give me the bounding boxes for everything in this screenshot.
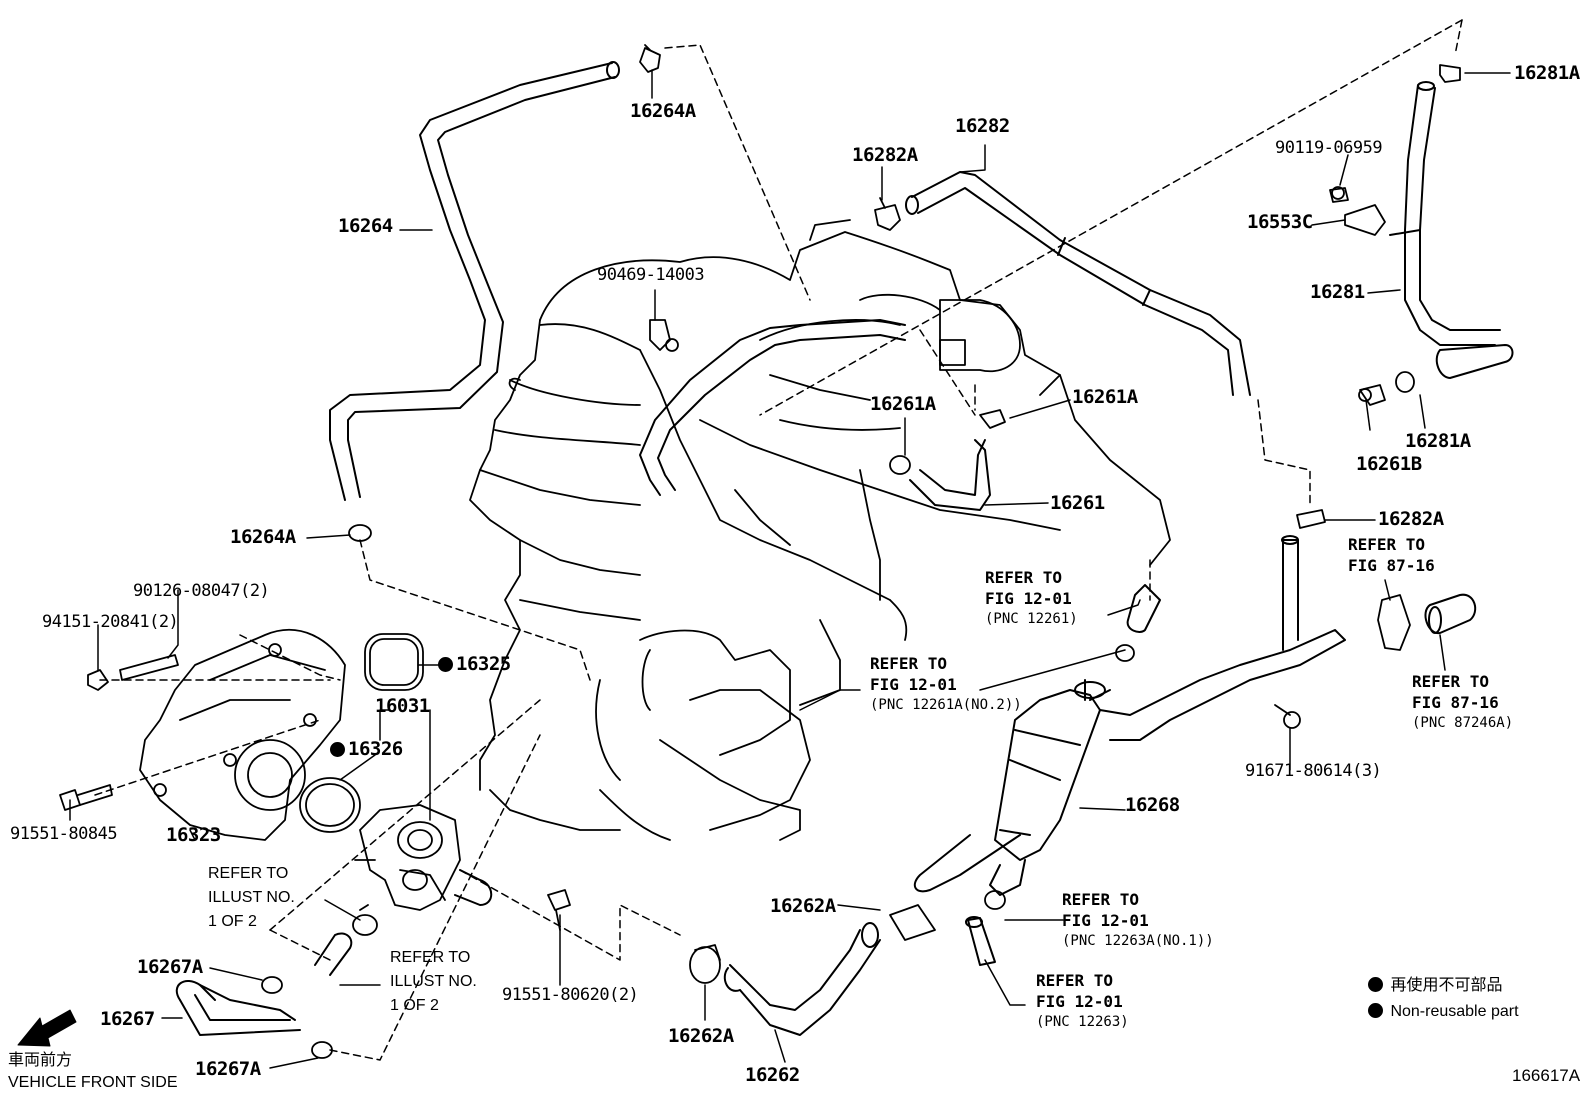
non-reusable-dot-icon: [1368, 1003, 1383, 1018]
non-reusable-dot-icon: [330, 742, 345, 757]
refer-note-fig-87-16: REFER TO FIG 87-16: [1348, 535, 1435, 575]
non-reusable-dot-icon: [1368, 977, 1383, 992]
refer-note-illust-2: REFER TO ILLUST NO. 1 OF 2: [390, 949, 477, 1014]
refer-note-pnc-12261: REFER TO FIG 12-01 (PNC 12261): [985, 568, 1078, 627]
part-label-16282A-mid: 16282A: [1378, 508, 1444, 530]
part-label-16261B: 16261B: [1356, 453, 1422, 475]
refer-note-pnc-12263a-no1: REFER TO FIG 12-01 (PNC 12263A(NO.1)): [1062, 890, 1214, 949]
refer-note-illust-1: REFER TO ILLUST NO. 1 OF 2: [208, 865, 295, 930]
thermostat-housing: [354, 804, 461, 911]
part-label-16261A-a: 16261A: [870, 393, 936, 415]
part-label-16325: 16325: [438, 655, 511, 674]
refer-note-pnc-87246a: REFER TO FIG 87-16 (PNC 87246A): [1412, 672, 1514, 731]
part-label-16267: 16267: [100, 1008, 155, 1030]
part-label-16031: 16031: [375, 695, 430, 717]
vehicle-front-jp: 車両前方: [8, 1052, 73, 1069]
dashed-lines: [94, 19, 1463, 1061]
engine-outline: [469, 219, 1171, 841]
leader-lines: [69, 69, 1511, 1069]
part-label-16262: 16262: [745, 1064, 800, 1086]
vehicle-front-en: VEHICLE FRONT SIDE: [8, 1074, 178, 1091]
water-pump: [139, 629, 346, 841]
part-label-16262A-left: 16262A: [770, 895, 836, 917]
part-label-16282: 16282: [955, 115, 1010, 137]
part-label-91551-80845: 91551-80845: [10, 824, 118, 844]
part-label-16268: 16268: [1125, 794, 1180, 816]
part-label-90119-06959: 90119-06959: [1275, 138, 1383, 158]
part-label-16282A-top: 16282A: [852, 144, 918, 166]
clamps: [261, 44, 1461, 1059]
part-label-91671-80614: 91671-80614(3): [1245, 761, 1382, 781]
legend-en: Non-reusable part: [1368, 1001, 1519, 1023]
part-label-16261: 16261: [1050, 492, 1105, 514]
part-label-16261A-b: 16261A: [1072, 386, 1138, 408]
legend-jp: 再使用不可部品: [1368, 975, 1502, 997]
part-label-16264A-bottom: 16264A: [230, 526, 296, 548]
part-label-16326: 16326: [330, 740, 403, 759]
part-label-16264A-top: 16264A: [630, 100, 696, 122]
part-label-90126-08047: 90126-08047(2): [133, 581, 270, 601]
diagram-id: 166617A: [1512, 1066, 1581, 1085]
part-label-94151-20841: 94151-20841(2): [42, 612, 179, 632]
part-label-16264: 16264: [338, 215, 393, 237]
part-label-16281: 16281: [1310, 281, 1365, 303]
part-label-16267A-b: 16267A: [195, 1058, 261, 1080]
hoses: [175, 61, 1514, 1036]
non-reusable-dot-icon: [438, 657, 453, 672]
part-label-16267A-a: 16267A: [137, 956, 203, 978]
part-label-16281A-bottom: 16281A: [1405, 430, 1471, 452]
gaskets: [299, 633, 424, 833]
part-label-91551-80620: 91551-80620(2): [502, 985, 639, 1005]
refer-note-pnc-12263: REFER TO FIG 12-01 (PNC 12263): [1036, 971, 1129, 1030]
part-label-16323: 16323: [166, 824, 221, 846]
part-label-16281A-top: 16281A: [1514, 62, 1580, 84]
part-label-16262A-bottom: 16262A: [668, 1025, 734, 1047]
arrow-front-icon: [17, 1009, 77, 1047]
part-label-90469-14003: 90469-14003: [597, 265, 705, 285]
refer-note-pnc-12261a-no2: REFER TO FIG 12-01 (PNC 12261A(NO.2)): [870, 654, 1022, 713]
part-label-16553C: 16553C: [1247, 211, 1313, 233]
